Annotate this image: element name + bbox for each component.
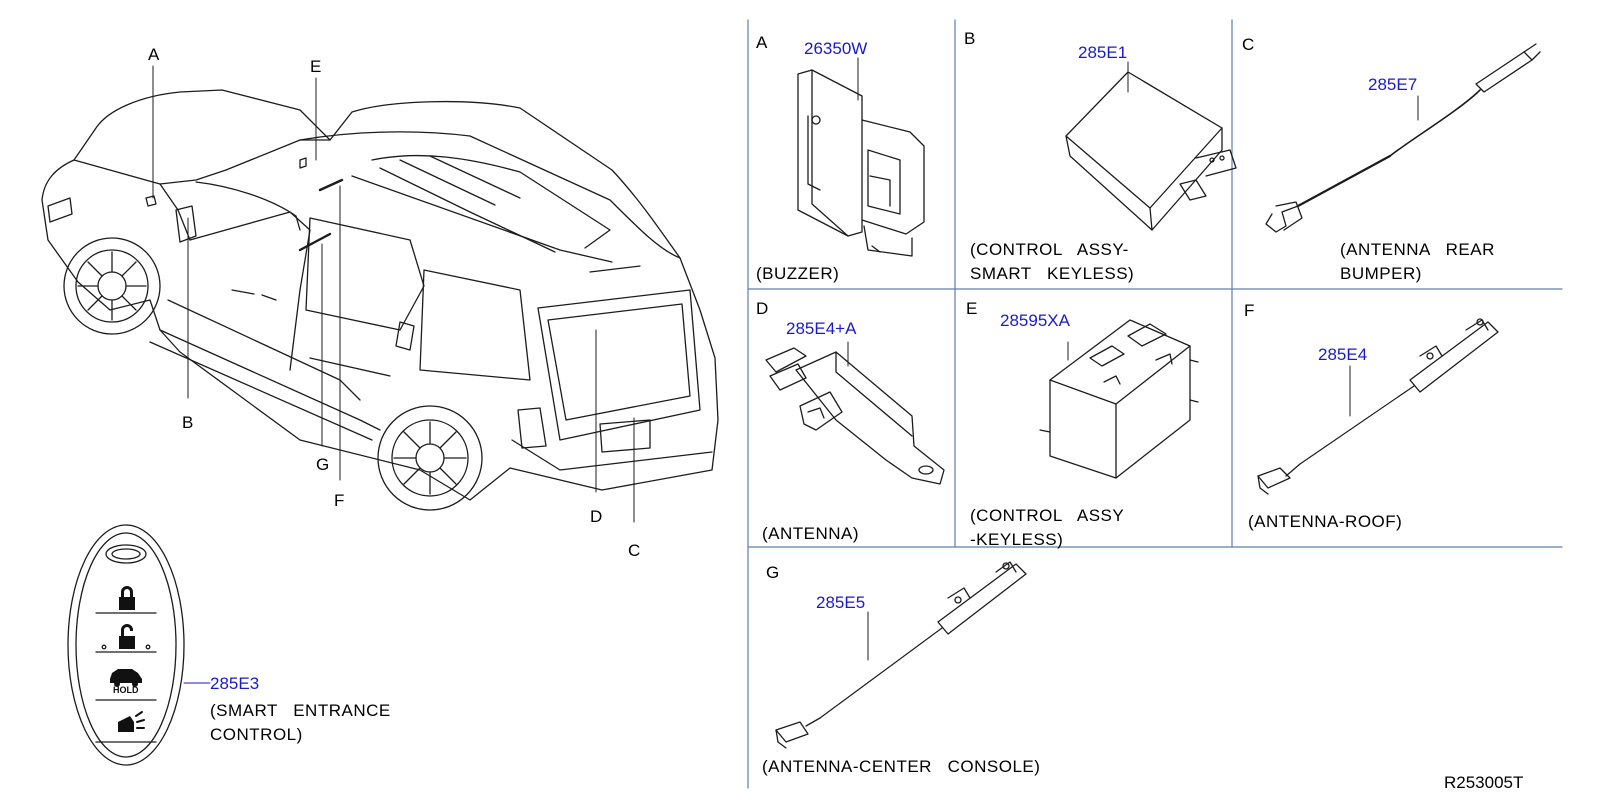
panel-f-letter: F [1244,301,1255,320]
callout-e: E [310,57,322,76]
panel-b-part-number: 285E1 [1078,43,1128,62]
panel-c-letter: C [1242,35,1255,54]
smart-keyless-unit-drawing [1065,61,1237,231]
center-console-antenna-drawing [775,561,1027,749]
callout-g: G [316,455,330,474]
buzzer-drawing [797,57,925,257]
rear-bumper-antenna-drawing [1265,43,1541,233]
lock-icon [119,586,135,610]
callout-d: D [590,507,603,526]
key-fob-description-line1: (SMART ENTRANCE [210,701,391,720]
key-fob-part-number: 285E3 [210,674,260,693]
panel-d-description: (ANTENNA) [762,524,860,543]
panel-d-part-number: 285E4+A [786,319,857,338]
panel-e-part-number: 28595XA [1000,311,1070,330]
panel-grid [747,19,1563,789]
panel-b-description: (CONTROL ASSY- SMART KEYLESS) [970,240,1135,283]
panel-a-description: (BUZZER) [756,264,840,283]
unlock-icon [119,624,135,649]
panel-f-part-number: 285E4 [1318,345,1368,364]
car-icon [110,669,142,687]
callout-b: B [182,413,194,432]
panel-a-part-number: 26350W [804,39,868,58]
panel-c-description: (ANTENNA REAR BUMPER) [1340,240,1495,283]
panel-a-letter: A [756,33,768,52]
panel-c-part-number: 285E7 [1368,75,1418,94]
callout-c: C [628,541,641,560]
panel-g-description: (ANTENNA-CENTER CONSOLE) [762,757,1041,776]
roof-antenna-drawing [1257,318,1499,495]
panel-e-description: (CONTROL ASSY -KEYLESS) [970,506,1125,549]
callout-a: A [148,45,160,64]
callout-f: F [334,491,345,510]
trunk-icon [118,711,145,732]
antenna-d-drawing [765,341,945,485]
callout-leaders [152,65,635,523]
key-fob-description-line2: CONTROL) [210,725,303,744]
panel-b-letter: B [964,29,976,48]
panel-g-part-number: 285E5 [816,593,866,612]
key-fob-drawing [67,524,211,766]
drawing-number: R253005T [1444,773,1524,792]
panel-f-description: (ANTENNA-ROOF) [1248,512,1403,531]
panel-d-letter: D [756,299,769,318]
vehicle-drawing [41,89,719,511]
hold-label: HOLD [113,685,139,695]
panel-e-letter: E [966,299,978,318]
keyless-unit-drawing [1039,319,1199,479]
panel-g-letter: G [766,563,780,582]
